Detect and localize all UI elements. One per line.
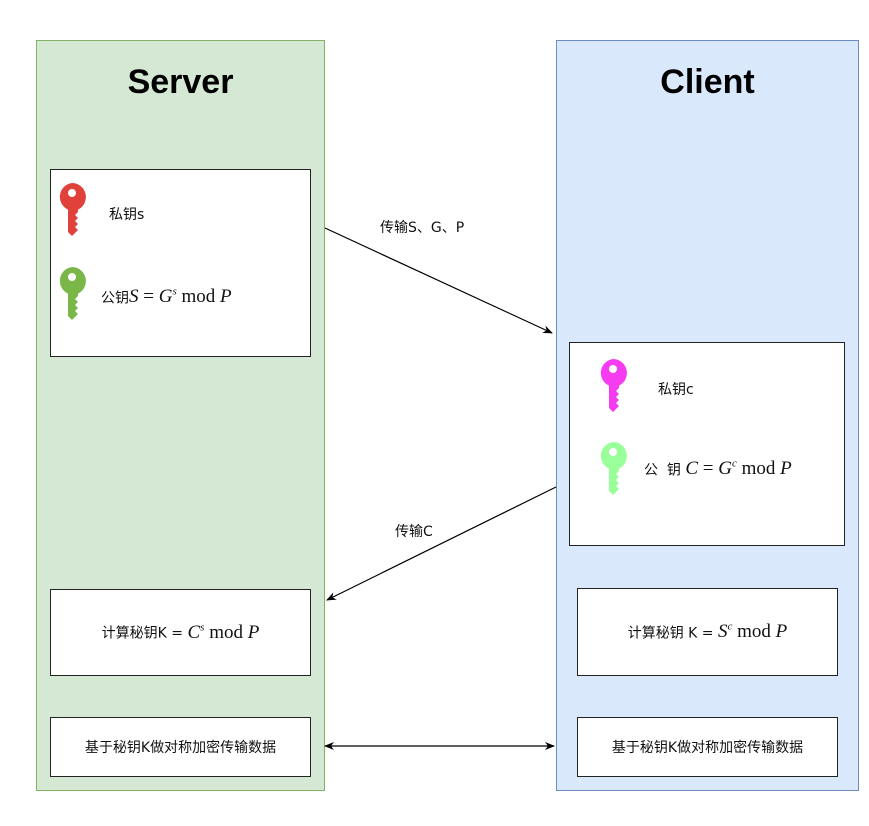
client-symmetric-box: 基于秘钥K做对称加密传输数据 xyxy=(577,717,838,777)
client-keys-box: 私钥c 公 钥 C = Gc mod P xyxy=(569,342,845,546)
arrow-client-to-server xyxy=(326,486,557,601)
client-public-key-icon xyxy=(600,442,627,495)
arrow-label-to-client: 传输S、G、P xyxy=(380,220,465,236)
server-public-key-label: 公钥S = Gs mod P xyxy=(101,286,232,308)
server-compute-box: 计算秘钥K = Cs mod P xyxy=(50,589,311,676)
client-symmetric-label: 基于秘钥K做对称加密传输数据 xyxy=(611,740,804,756)
server-private-key-icon xyxy=(59,183,86,236)
client-private-key-label: 私钥c xyxy=(658,382,694,398)
client-title: Client xyxy=(660,63,755,101)
server-symmetric-label: 基于秘钥K做对称加密传输数据 xyxy=(84,740,277,756)
server-private-key-label: 私钥s xyxy=(109,207,145,223)
client-compute-box: 计算秘钥 K = Sc mod P xyxy=(577,588,838,676)
client-compute-label: 计算秘钥 K = Sc mod P xyxy=(627,620,788,643)
arrow-label-to-server: 传输C xyxy=(395,524,433,540)
client-private-key-icon xyxy=(600,359,627,412)
server-symmetric-box: 基于秘钥K做对称加密传输数据 xyxy=(50,717,311,777)
client-public-key-label: 公 钥 C = Gc mod P xyxy=(644,458,792,480)
arrow-server-to-client xyxy=(324,227,553,334)
server-compute-label: 计算秘钥K = Cs mod P xyxy=(101,621,260,643)
server-keys-box: 私钥s 公钥S = Gs mod P xyxy=(50,169,311,357)
server-title: Server xyxy=(127,63,234,101)
server-public-key-icon xyxy=(59,267,86,320)
